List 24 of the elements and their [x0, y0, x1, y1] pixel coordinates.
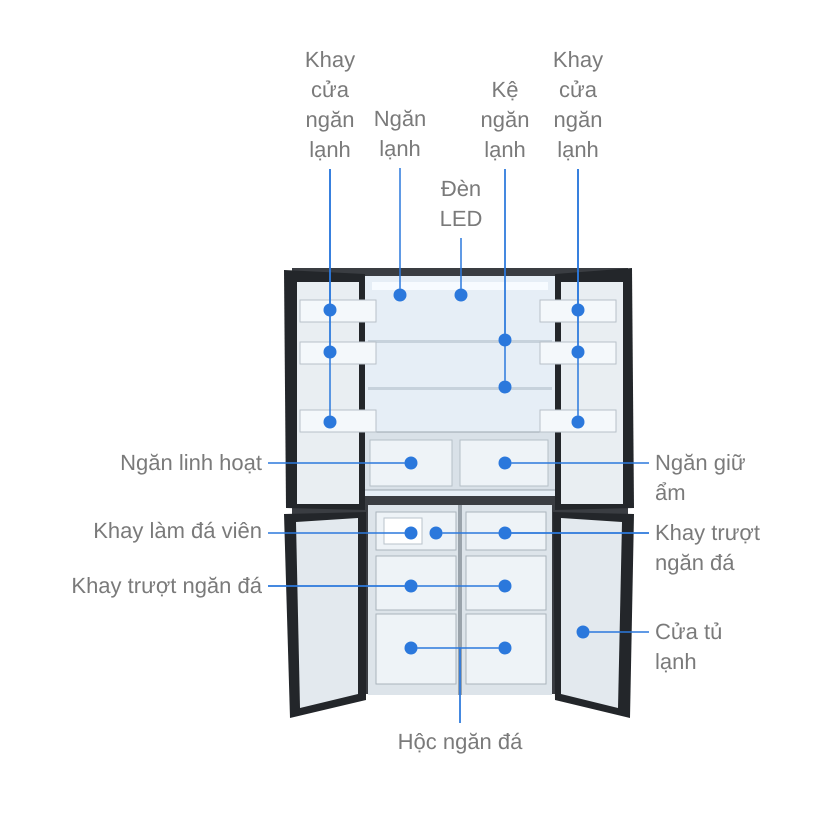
part-label: Đèn LED [429, 174, 493, 234]
part-label: Cửa tủ lạnh [655, 617, 745, 677]
part-label: Ngăn linh hoạt [120, 448, 262, 478]
part-label: Khay làm đá viên [93, 516, 262, 546]
leader-line [268, 532, 404, 534]
part-label: Khay trượt ngăn đá [71, 571, 262, 601]
leader-line [460, 238, 462, 288]
leader-line [459, 647, 498, 723]
leader-line [590, 631, 649, 633]
part-label: Kệ ngăn lạnh [472, 75, 538, 165]
leader-line [504, 169, 506, 380]
part-label: Khay trượt ngăn đá [655, 518, 780, 578]
leader-line [268, 462, 404, 464]
part-label: Ngăn giữ ẩm [655, 448, 755, 508]
part-label: Khay cửa ngăn lạnh [298, 45, 362, 165]
leader-line [329, 169, 331, 416]
part-label: Ngăn lạnh [364, 104, 436, 164]
part-label: Khay cửa ngăn lạnh [546, 45, 610, 165]
leader-line [577, 169, 579, 416]
leader-line [512, 532, 649, 534]
leader-line [512, 462, 649, 464]
part-label: Hộc ngăn đá [380, 727, 540, 757]
leader-line [399, 168, 401, 288]
leader-line [268, 585, 498, 587]
